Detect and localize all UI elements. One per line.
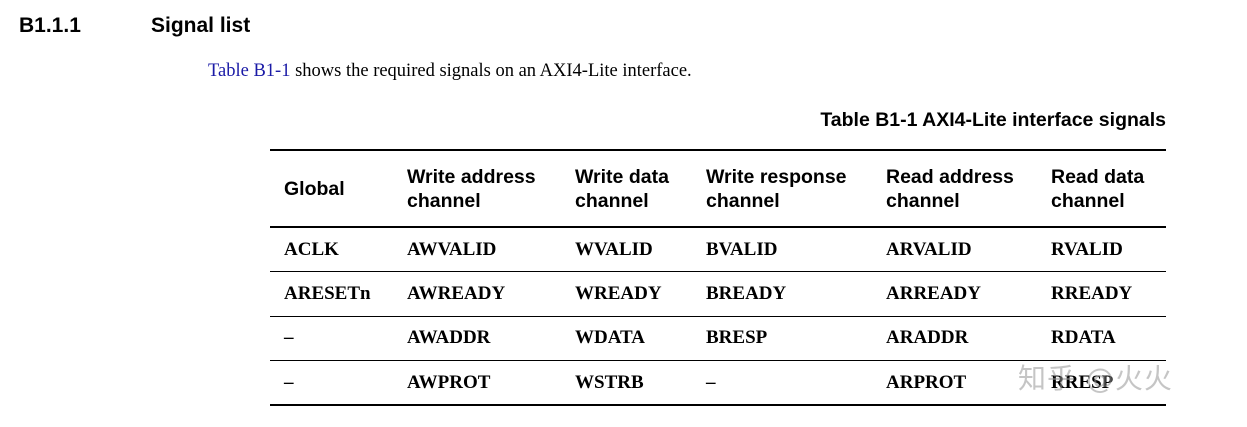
table-cell: – [284,327,294,349]
table-cell: AWREADY [407,282,506,304]
table-cell: ARREADY [886,282,981,304]
table-cell: RDATA [1051,327,1116,349]
table-cell: WVALID [575,238,653,260]
table-cell: RVALID [1051,238,1123,260]
table-cell: RREADY [1051,282,1133,304]
table-cell: – [284,371,294,393]
table-row: ARESETn AWREADY WREADY BREADY ARREADY RR… [270,272,1166,316]
intro-text: shows the required signals on an AXI4-Li… [290,61,692,81]
table-header-row: Global Write address channel Write data … [270,150,1166,227]
table-cell: ACLK [284,238,339,260]
table-reference-link[interactable]: Table B1-1 [208,61,291,81]
header-write-address-channel: Write address channel [407,165,536,212]
table-cell: RRESP [1051,371,1114,393]
signal-table: Global Write address channel Write data … [270,149,1166,406]
table-caption: Table B1-1 AXI4-Lite interface signals [820,109,1166,131]
intro-paragraph: Table B1-1 shows the required signals on… [208,61,692,82]
table-cell: – [706,371,716,393]
table-cell: WREADY [575,282,662,304]
table-cell: AWPROT [407,371,491,393]
table-cell: ARESETn [284,282,371,304]
watermark: 知乎 @火火 [1018,362,1173,395]
table-cell: AWADDR [407,327,491,349]
table-cell: BREADY [706,282,787,304]
table-row: – AWPROT WSTRB – ARPROT RRESP [270,361,1166,405]
table-cell: ARADDR [886,327,969,349]
header-write-data-channel: Write data channel [575,165,669,212]
table-cell: BRESP [706,327,768,349]
section-number: B1.1.1 [19,14,81,37]
table-cell: ARPROT [886,371,967,393]
table-cell: WDATA [575,327,646,349]
table-row: – AWADDR WDATA BRESP ARADDR RDATA [270,316,1166,361]
table-cell: AWVALID [407,238,497,260]
table-cell: BVALID [706,238,778,260]
table-cell: WSTRB [575,371,644,393]
table-row: ACLK AWVALID WVALID BVALID ARVALID RVALI… [270,227,1166,272]
table-cell: ARVALID [886,238,972,260]
header-global: Global [284,177,345,200]
section-title: Signal list [151,14,251,37]
header-read-address-channel: Read address channel [886,165,1014,212]
header-read-data-channel: Read data channel [1051,165,1145,212]
header-write-response-channel: Write response channel [706,165,847,212]
